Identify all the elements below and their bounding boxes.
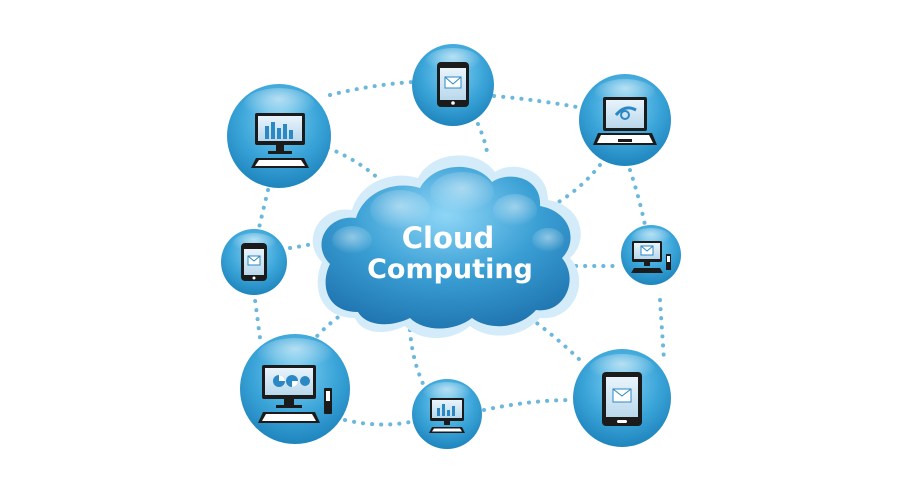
node-phone-middle-left <box>221 229 287 295</box>
connector-laptop-tr-to-cloud <box>550 163 602 208</box>
connector-desktop-tl-to-phone-tc <box>328 80 414 97</box>
cloud-bubble <box>332 226 372 254</box>
connector-cloud-to-tablet-br <box>528 316 587 367</box>
connector-desktop-tl-to-phone-ml <box>256 188 270 234</box>
desktop-chart-icon <box>251 113 309 168</box>
laptop-logo-icon <box>593 97 657 145</box>
smartphone-mail-icon <box>437 62 469 107</box>
small-desktop-mail-icon <box>631 241 671 273</box>
connector-desktop-bl-to-desktop-bc <box>343 418 412 427</box>
connector-cloud-to-desktop-bc <box>408 328 426 388</box>
node-desktop-bottom-left <box>240 334 350 444</box>
cloud-bubble <box>532 228 564 252</box>
smartphone-mail-icon <box>241 243 267 281</box>
cloud-bubble <box>493 194 537 226</box>
tablet-mail-icon <box>602 372 642 426</box>
cloud-bubble <box>430 172 494 212</box>
connector-phone-tc-to-cloud <box>476 122 490 160</box>
small-desktop-chart-icon <box>429 398 465 433</box>
node-desktop-bottom-center <box>412 379 482 449</box>
node-desktop-top-left <box>227 84 331 188</box>
node-desktop-middle-right <box>621 225 681 285</box>
connector-phone-ml-to-desktop-bl <box>252 290 262 340</box>
connector-desktop-tl-to-cloud <box>326 146 382 182</box>
cloud-shape: Cloud Computing <box>312 155 581 338</box>
connector-phone-tc-to-laptop-tr <box>492 94 584 110</box>
connector-desktop-bc-to-tablet-br <box>482 398 576 412</box>
connector-laptop-tr-to-desktop-mr <box>628 168 648 232</box>
desktop-pie-chart-icon <box>258 365 332 423</box>
connector-desktop-mr-to-tablet-br <box>658 298 666 362</box>
cloud-title-line1: Cloud <box>402 221 495 255</box>
cloud-title-line2: Computing <box>367 254 533 285</box>
cloud-bubble <box>370 190 430 230</box>
node-laptop-top-right <box>579 74 671 166</box>
node-phone-top-center <box>412 44 494 126</box>
node-tablet-bottom-right <box>573 349 671 447</box>
